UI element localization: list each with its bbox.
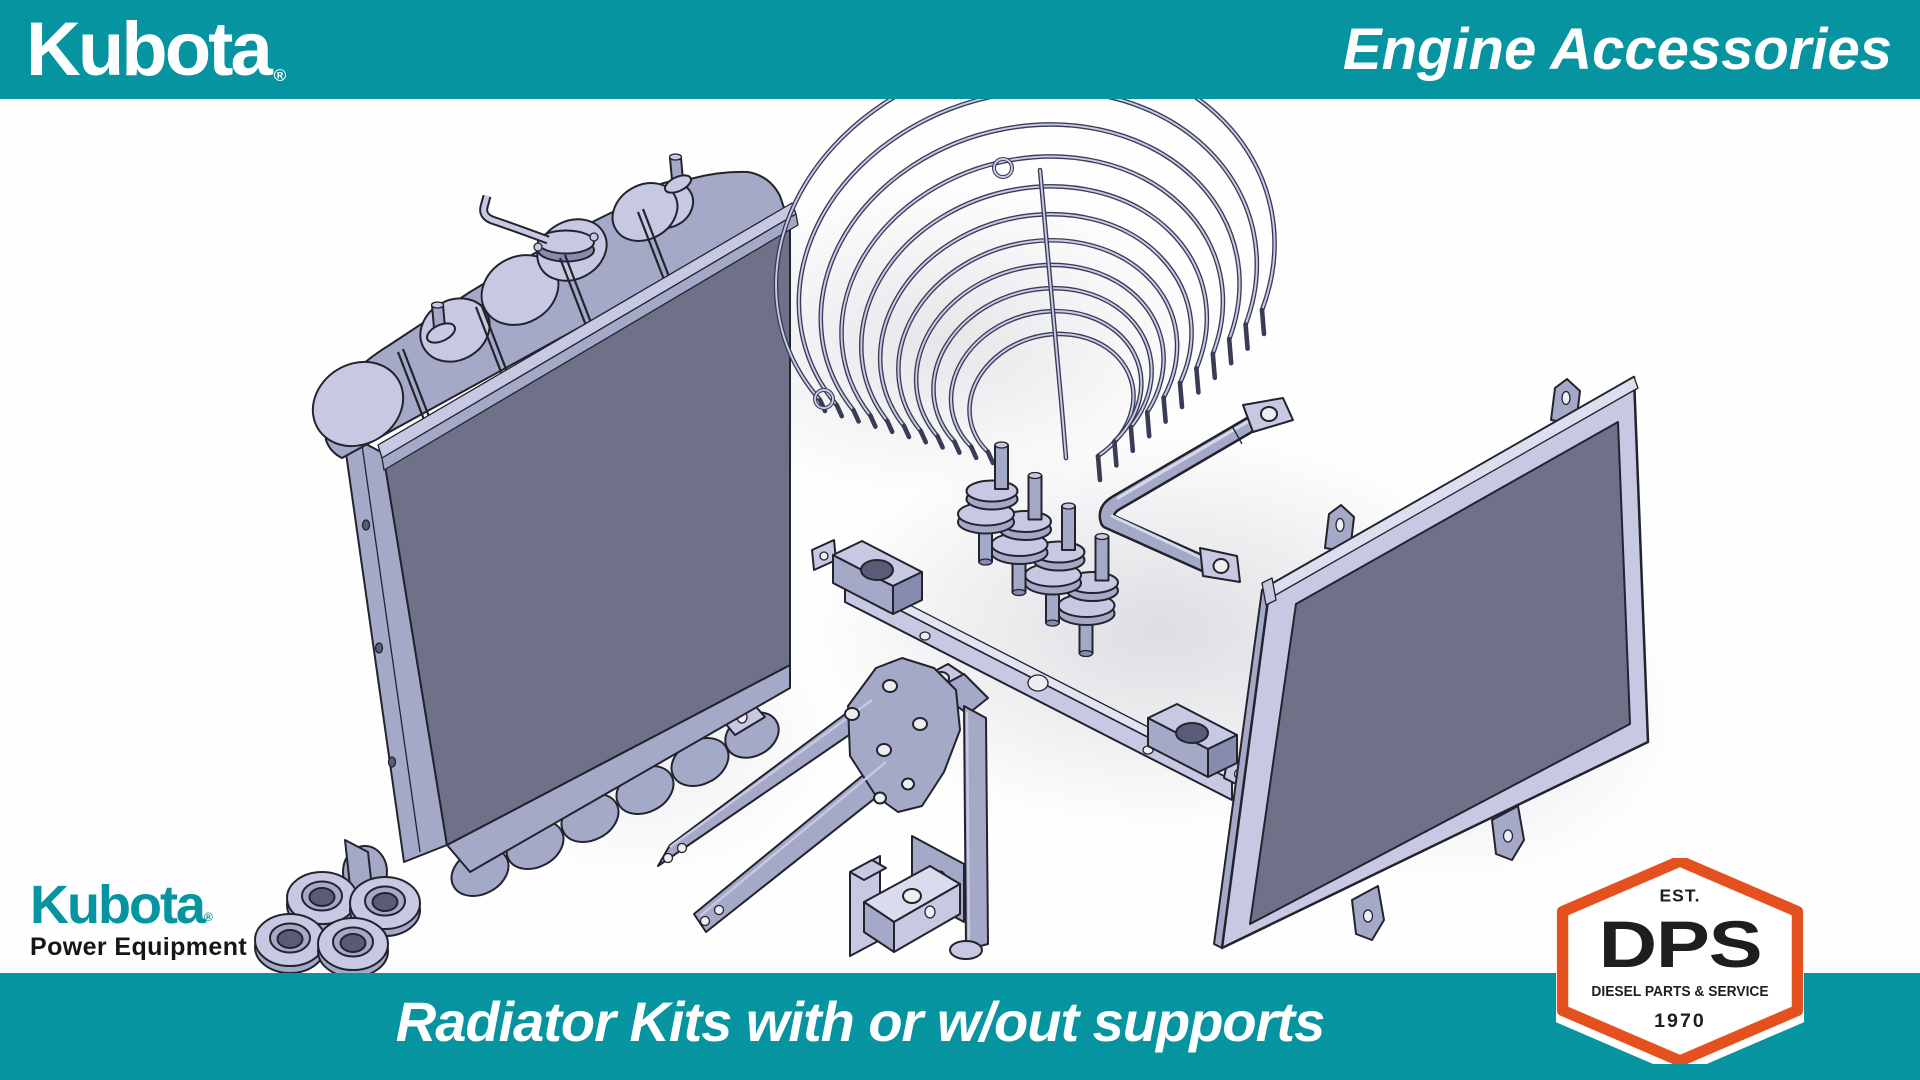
badge-name: DPS — [1599, 907, 1762, 981]
kubota-wordmark: Kubota — [26, 7, 273, 92]
vibration-mounts — [957, 441, 1119, 658]
dps-badge: EST. DPS DIESEL PARTS & SERVICE 1970 — [1556, 858, 1804, 1064]
radiator-assembly — [311, 153, 799, 907]
header-band — [0, 0, 1920, 99]
corner-bracket — [849, 835, 965, 957]
header-title: Engine Accessories — [1342, 17, 1892, 82]
kubota-logo: Kubota® — [26, 2, 286, 124]
registered-mark-icon: ® — [273, 66, 287, 85]
registered-mark-icon: ® — [203, 910, 213, 924]
support-bar — [811, 539, 1253, 801]
support-strap — [917, 663, 989, 960]
badge-subtitle: DIESEL PARTS & SERVICE — [1591, 983, 1768, 1000]
badge-hexagon — [1556, 858, 1804, 1064]
grommets — [254, 871, 421, 978]
footer-title: Radiator Kits with or w/out supports — [395, 990, 1325, 1053]
stay-rod — [1098, 397, 1294, 583]
kubota-power-equipment-logo: Kubota® Power Equipment — [30, 878, 247, 960]
bracket-arms — [657, 657, 961, 933]
pe-wordmark: Kubota — [30, 875, 206, 935]
badge-year: 1970 — [1654, 1010, 1706, 1032]
pe-subtitle: Power Equipment — [30, 933, 248, 961]
fan-guard — [773, 51, 1277, 483]
core-panel — [1213, 375, 1650, 950]
badge-est: EST. — [1659, 885, 1700, 905]
